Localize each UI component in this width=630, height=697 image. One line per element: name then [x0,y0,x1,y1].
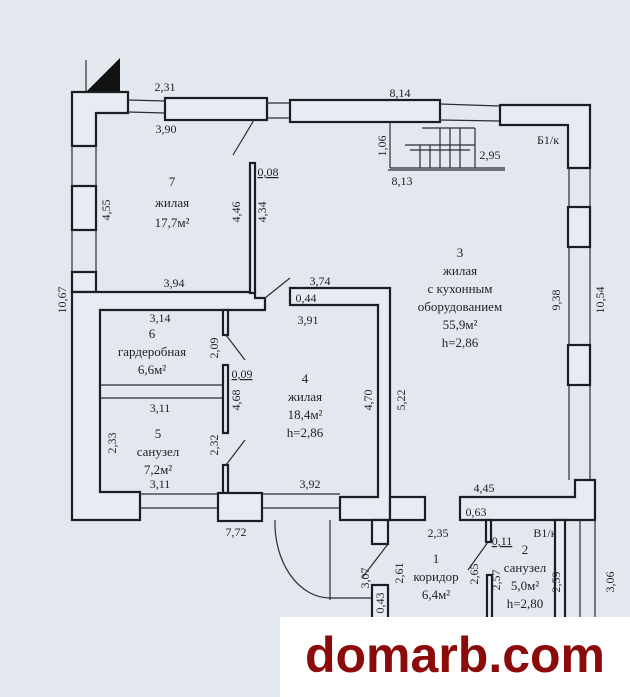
stairs [388,122,505,171]
dimension-label: 2,95 [480,148,501,162]
dimension-label: 8,14 [390,86,411,100]
room-3-height: h=2,86 [442,335,479,350]
room-4-area: 18,4м² [288,407,323,422]
dimension-label: 2,57 [489,570,503,591]
dimension-label: 2,31 [155,80,176,94]
dimension-label: 3,06 [603,572,617,593]
room-6-area: 6,6м² [138,362,166,377]
room-2-area: 5,0м² [511,578,539,593]
dimension-label: 5,22 [394,390,408,411]
room-1-type: коридор [413,569,458,584]
dimension-label: Б1/к [537,133,559,147]
dimension-label: 4,34 [255,202,269,223]
dimension-label: 2,32 [207,435,221,456]
dimension-label: 0,44 [296,291,317,305]
room-labels: 7 жилая 17,7м² 3 жилая с кухонным оборуд… [118,174,547,611]
room-3-number: 3 [457,245,464,260]
dimension-label: 9,38 [549,290,563,311]
room-2-type: санузел [504,560,547,575]
dimension-label: 4,68 [229,390,243,411]
dimension-label: 3,90 [156,122,177,136]
room-7-number: 7 [169,174,176,189]
room-3-type2: с кухонным [427,281,492,296]
room-5-number: 5 [155,426,162,441]
walls [70,90,597,622]
dimension-label: 0,08 [258,165,279,179]
room-2-height: h=2,80 [507,596,544,611]
dimension-label: 3,07 [358,568,372,589]
dimension-label: 10,54 [593,287,607,314]
watermark: domarb.com [280,617,630,697]
room-3-type3: оборудованием [418,299,502,314]
dimension-label: 3,74 [310,274,331,288]
dimension-label: 3,14 [150,311,171,325]
dimension-label: 3,94 [164,276,185,290]
dimension-label: 3,92 [300,477,321,491]
room-7-area: 17,7м² [155,215,190,230]
room-6-type: гардеробная [118,344,186,359]
dimension-label: 0,11 [492,534,513,548]
dimension-label: 2,59 [549,572,563,593]
dimension-label: В1/к [533,526,556,540]
dimension-label: 3,11 [150,477,171,491]
room-5-type: санузел [137,444,180,459]
chimney [86,58,120,92]
dimension-label: 4,45 [474,481,495,495]
room-3-area: 55,9м² [443,317,478,332]
room-7-type: жилая [154,195,189,210]
dimension-label: 10,67 [55,287,69,314]
dimension-label: 0,63 [466,505,487,519]
dimension-label: 4,55 [99,200,113,221]
room-5-area: 7,2м² [144,462,172,477]
room-4-height: h=2,86 [287,425,324,440]
dimension-label: 1,06 [375,136,389,157]
dimension-label: 0,43 [373,593,387,614]
dimension-label: 2,35 [428,526,449,540]
dimension-label: 4,70 [361,390,375,411]
dimension-labels: 2,31 8,14 3,90 1,06 2,95 8,13 Б1/к 0,08 … [55,80,617,614]
dimension-label: 2,33 [105,433,119,454]
dimension-label: 3,11 [150,401,171,415]
dimension-label: 2,65 [467,564,481,585]
room-2-number: 2 [522,542,529,557]
dimension-label: 2,09 [207,338,221,359]
dimension-label: 8,13 [392,174,413,188]
room-6-number: 6 [149,326,156,341]
room-4-number: 4 [302,371,309,386]
dimension-label: 0,09 [232,367,253,381]
watermark-text: domarb.com [305,627,605,683]
room-3-type: жилая [442,263,477,278]
dimension-label: 2,61 [392,563,406,584]
room-1-number: 1 [433,551,440,566]
dimension-label: 4,46 [229,202,243,223]
room-1-area: 6,4м² [422,587,450,602]
dimension-label: 7,72 [226,525,247,539]
room-4-type: жилая [287,389,322,404]
dimension-label: 3,91 [298,313,319,327]
